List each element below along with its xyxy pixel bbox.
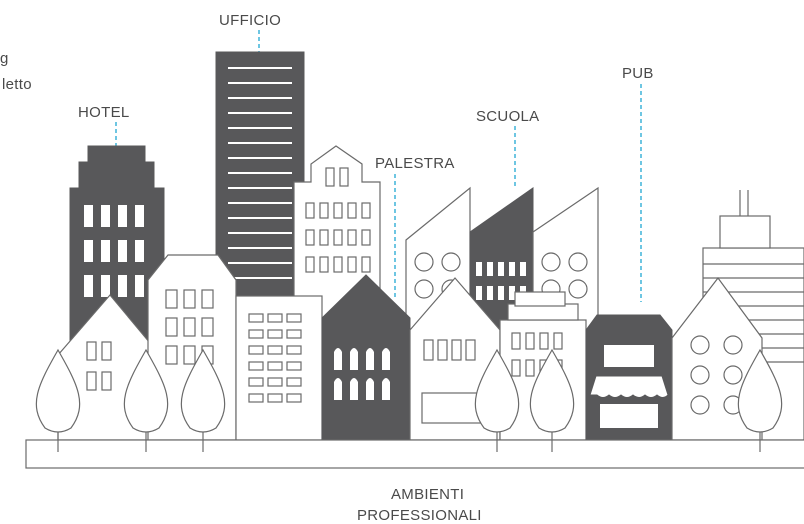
label-left-partial-2: letto (2, 76, 32, 93)
dark-gabled-house (321, 274, 411, 441)
label-pub: PUB (622, 65, 654, 82)
tree-icon (35, 348, 81, 452)
tree-icon (529, 348, 575, 452)
tree-icon (474, 348, 520, 452)
label-footer-2: PROFESSIONALI (357, 507, 482, 524)
office-block (235, 295, 323, 441)
label-left-partial-1: g (0, 50, 9, 67)
tree-icon (180, 348, 226, 452)
label-scuola: SCUOLA (476, 108, 540, 125)
label-footer-1: AMBIENTI (391, 486, 464, 503)
tree-icon (123, 348, 169, 452)
ufficio-building (215, 51, 305, 303)
pub-building (585, 314, 673, 441)
ground-strip (25, 439, 804, 469)
label-hotel: HOTEL (78, 104, 130, 121)
tree-icon (737, 348, 783, 452)
label-palestra: PALESTRA (375, 155, 455, 172)
label-ufficio: UFFICIO (219, 12, 281, 29)
